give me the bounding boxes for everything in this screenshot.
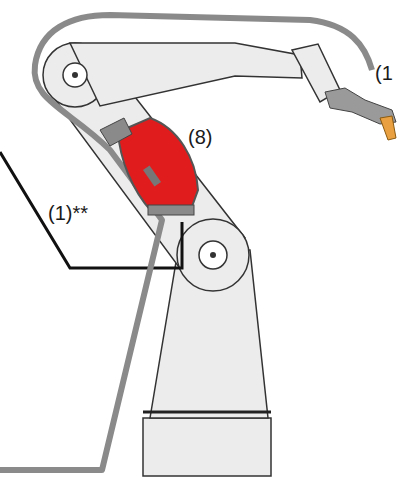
callout-number: (1 — [375, 63, 393, 83]
callout-number: (1)** — [48, 203, 88, 223]
feeder-cap — [100, 118, 132, 146]
upper-joint-pin — [63, 63, 87, 87]
lower-joint — [177, 219, 249, 291]
feeder-window — [143, 166, 161, 187]
hose-package — [0, 15, 372, 470]
callout-number: (8) — [188, 127, 212, 147]
lower-joint-dot — [210, 252, 216, 258]
lower-joint-pin — [199, 241, 227, 269]
upper-joint-dot — [72, 72, 78, 78]
upper-arm — [70, 43, 302, 106]
base-line — [143, 411, 271, 414]
robot-base-band — [143, 418, 271, 476]
torch-tip — [380, 116, 396, 140]
feeder-foot — [148, 205, 194, 215]
